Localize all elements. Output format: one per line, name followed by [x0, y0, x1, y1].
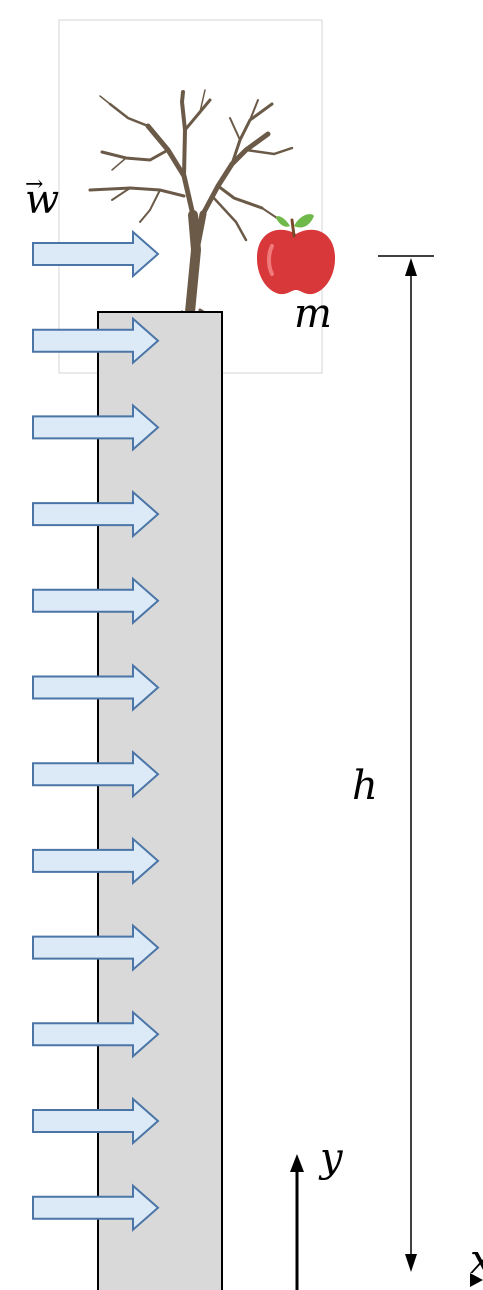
tower-column [97, 311, 223, 1290]
height-label: h [352, 763, 378, 809]
wind-arrow-icon [32, 229, 160, 279]
wind-arrow-icon [32, 836, 160, 886]
x-axis-arrowhead [470, 1273, 483, 1287]
wind-arrow-icon [32, 316, 160, 365]
height-arrowhead-bottom [405, 1254, 417, 1272]
wind-load-arrows [32, 229, 160, 1232]
y-axis-label: y [320, 1135, 343, 1181]
wind-label: w [25, 177, 60, 223]
wind-arrow-icon [32, 749, 160, 799]
wind-arrow-icon [32, 576, 160, 626]
wind-arrow-icon [32, 489, 160, 539]
y-axis-arrowhead [290, 1154, 304, 1172]
wind-arrow-icon [32, 403, 160, 452]
wind-arrow-icon [32, 1096, 160, 1146]
tree-icon [88, 89, 294, 320]
wind-arrow-icon [32, 923, 160, 972]
wind-vector-arrow-mark: → [25, 172, 44, 197]
height-dimension [378, 255, 434, 1262]
mass-label: m [294, 291, 332, 337]
wind-arrow-icon [32, 663, 160, 712]
wind-arrow-icon [32, 1010, 160, 1059]
wind-arrow-icon [32, 1183, 160, 1232]
x-axis-label: x [470, 1240, 483, 1280]
height-arrowhead-top [405, 258, 417, 276]
apple-icon [256, 214, 336, 295]
